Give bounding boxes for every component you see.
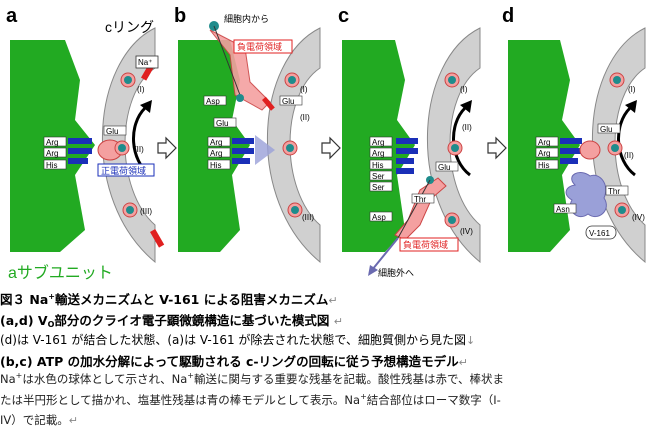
site-b-II: (II): [300, 113, 310, 122]
step-arrow-2: [321, 137, 341, 159]
caption-line-4: (b,c) ATP の加水分解によって駆動される c-リングの回転に従う予想構造…: [0, 354, 468, 369]
arg-label-d-2: Arg: [538, 149, 550, 158]
v161-label: V-161: [589, 229, 610, 238]
arg-label-d-1: Arg: [538, 138, 550, 147]
arg-label-c-1: Arg: [372, 138, 384, 147]
site-b-I: (I): [300, 85, 308, 94]
panel-letter-d: d: [502, 5, 514, 27]
arg-stick-1: [68, 138, 92, 144]
step-arrow-1: [157, 137, 177, 159]
negative-region-label-b: 負電荷領域: [237, 41, 282, 52]
site-c-I: (I): [460, 85, 468, 94]
sodium-site-a-2: [118, 144, 126, 152]
panel-letter-c: c: [338, 5, 349, 27]
negative-charge-channel-b: [209, 29, 271, 111]
his-label-c: His: [372, 161, 384, 170]
negative-charge-channel-c: [394, 177, 447, 241]
panel-letter-a: a: [6, 5, 18, 27]
figure-labels: a b c d cリング Na⁺ (I) (II) (III) Arg Arg …: [6, 5, 645, 282]
glu-label-d: Glu: [600, 125, 612, 134]
arg-label-a-2: Arg: [46, 149, 58, 158]
to-outside-label: 細胞外へ: [378, 267, 414, 278]
site-d-II: (II): [624, 151, 634, 160]
asp-label-b: Asp: [206, 97, 220, 106]
site-c-IV: (IV): [460, 227, 473, 236]
caption-title: 図３ Na+輸送メカニズムと V-161 による阻害メカニズム↵: [0, 292, 338, 307]
his-stick: [68, 158, 88, 164]
site-d-I: (I): [628, 85, 636, 94]
thr-label-c: Thr: [414, 195, 426, 204]
step-arrow-3: [487, 137, 507, 159]
arg-label-b-2: Arg: [210, 149, 222, 158]
ser-label-c-2: Ser: [372, 183, 385, 192]
glu-label-c: Glu: [438, 163, 450, 172]
rotation-arrow-d: [617, 106, 636, 177]
panel-letter-b: b: [174, 5, 186, 27]
sodium-site-a-1: [124, 76, 132, 84]
site-a-III: (III): [140, 207, 152, 216]
glu-label-a: Glu: [106, 127, 118, 136]
caption-line-2: (a,d) VO部分のクライオ電子顕微鏡構造に基づいた模式図 ↵: [0, 313, 343, 329]
mechanism-figure: a b c d cリング Na⁺ (I) (II) (III) Arg Arg …: [6, 5, 646, 282]
his-label-a: His: [46, 161, 58, 170]
arg-label-c-2: Arg: [372, 149, 384, 158]
caption-line-6: たは半円形として描かれ、塩基性残基は青の棒モデルとして表示。Na+結合部位はロー…: [0, 392, 501, 407]
a-subunit-label: aサブユニット: [8, 263, 113, 282]
positive-region-label: 正電荷領域: [101, 165, 146, 176]
arg-stick-2: [68, 148, 92, 154]
caption-line-3: (d)は V-161 が結合した状態、(a)は V-161 が除去された状態で、…: [0, 333, 476, 347]
c-ring-band-a: [102, 27, 156, 264]
na-label: Na⁺: [138, 58, 152, 67]
asp-label-c: Asp: [372, 213, 386, 222]
panel-d: [508, 27, 646, 264]
glu-label-b-2: Glu: [216, 119, 228, 128]
outgoing-arrow-c: [368, 265, 378, 276]
c-ring-label: cリング: [105, 19, 154, 35]
his-label-b: His: [210, 161, 222, 170]
glu-label-b-1: Glu: [282, 97, 294, 106]
site-b-III: (III): [302, 213, 314, 222]
his-label-d: His: [538, 161, 550, 170]
negative-region-label-c: 負電荷領域: [403, 239, 448, 250]
site-c-II: (II): [462, 123, 472, 132]
caption-line-5: Na+は水色の球体として示され、Na+輸送に関与する重要な残基を記載。酸性残基は…: [0, 371, 505, 386]
site-a-II: (II): [134, 145, 144, 154]
asn-label-d: Asn: [556, 205, 570, 214]
caption-line-7: IV）で記載。↵: [0, 413, 78, 427]
sodium-site-a-3: [126, 206, 134, 214]
site-a-I: (I): [137, 85, 145, 94]
panel-c: [342, 27, 481, 276]
thr-label-d: Thr: [608, 187, 620, 196]
arg-label-b-1: Arg: [210, 138, 222, 147]
arg-label-a-1: Arg: [46, 138, 58, 147]
panel-b: [178, 21, 321, 264]
site-d-IV: (IV): [632, 213, 645, 222]
ser-label-c-1: Ser: [372, 172, 385, 181]
from-inside-label: 細胞内から: [224, 13, 269, 24]
